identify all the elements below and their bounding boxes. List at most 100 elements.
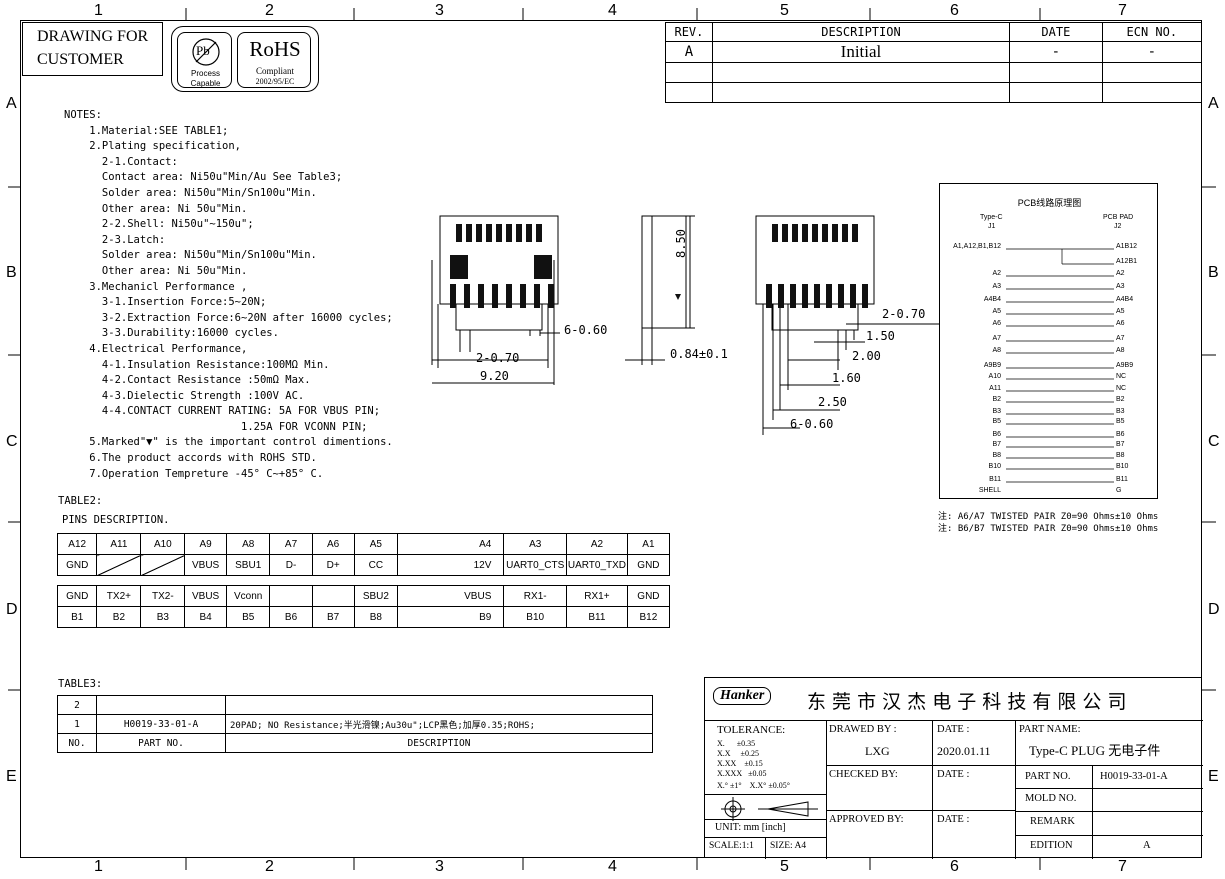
- pin-gap-cell: [397, 575, 504, 586]
- j2-label: J2: [1114, 223, 1122, 230]
- note-line: 5.Marked"▼" is the important control dim…: [64, 436, 393, 449]
- pcb-right-pin: B6: [1116, 431, 1125, 438]
- note-line: 4-3.Dielectic Strength :100V AC.: [64, 389, 305, 402]
- pin-gap-cell: [184, 575, 227, 586]
- table3-title: TABLE3:: [58, 678, 103, 690]
- pcb-schematic: PCB线路原理图 Type-C J1 PCB PAD J2 A1,A12,B1,…: [939, 183, 1158, 499]
- note-line: 2.Plating specification,: [64, 140, 242, 153]
- tolerance-line: X.XXX ±0.05: [717, 769, 767, 778]
- size-label: SIZE: A4: [770, 841, 807, 851]
- pcb-left-pin: A6: [992, 320, 1001, 327]
- pin-cell: A11: [96, 533, 142, 555]
- zone-row-b-r: B: [1208, 264, 1219, 281]
- rev-empty-cell: [1009, 62, 1103, 83]
- bom-no: 1: [57, 714, 97, 734]
- pin-cell: D-: [269, 554, 313, 576]
- rev-empty-cell: [1101, 82, 1203, 103]
- mold-no-label: MOLD NO.: [1025, 793, 1077, 804]
- pcb-left-pin: B6: [992, 431, 1001, 438]
- pin-gap-cell: [354, 575, 398, 586]
- pcb-left-pin: A3: [992, 283, 1001, 290]
- pin-cell: GND: [626, 554, 671, 576]
- rohs-box: RoHS Compliant 2002/95/EC: [237, 32, 311, 88]
- bom-header-no: NO.: [57, 733, 97, 753]
- drawing-for-customer-box: DRAWING FOR CUSTOMER: [22, 22, 163, 76]
- pcb-left-pin: A5: [992, 308, 1001, 315]
- edition-label: EDITION: [1030, 840, 1073, 851]
- pcb-right-pin: A6: [1116, 320, 1125, 327]
- pcb-right-pin: NC: [1116, 373, 1127, 380]
- note-line: Other area: Ni 50u"Min.: [64, 202, 248, 215]
- drawn-by-label: DRAWED BY :: [829, 724, 897, 735]
- pin-cell: TX2+: [96, 585, 142, 607]
- ecn-header: ECN NO.: [1101, 22, 1203, 42]
- pin-gap-cell: [566, 575, 628, 586]
- rev-empty-cell: [665, 82, 713, 103]
- note-line: Solder area: Ni50u"Min/Sn100u"Min.: [64, 186, 317, 199]
- pin-cell: VBUS: [184, 554, 227, 576]
- rev-empty-cell: [711, 62, 1011, 83]
- bom-header-desc: DESCRIPTION: [225, 733, 653, 753]
- ecn-cell: -: [1101, 41, 1203, 63]
- zone-row-a-r: A: [1208, 95, 1219, 112]
- pin-cell: SBU1: [225, 554, 271, 576]
- company-name: 东 莞 市 汉 杰 电 子 科 技 有 限 公 司: [807, 691, 1127, 713]
- bom-table: 2 1 H0019-33-01-A 20PAD; NO Resistance;半…: [57, 695, 653, 753]
- pcb-right-pin: B5: [1116, 418, 1125, 425]
- pin-cell: A7: [269, 533, 313, 555]
- company-logo: Hanker: [713, 687, 772, 705]
- note-line: Solder area: Ni50u"Min/Sn100u"Min.: [64, 249, 317, 262]
- pcb-left-pin: B11: [989, 476, 1001, 483]
- date-cell: -: [1009, 41, 1103, 63]
- note-line: 4-2.Contact Resistance :50mΩ Max.: [64, 374, 311, 387]
- pcb-right-pin: B7: [1116, 441, 1125, 448]
- approved-by-label: APPROVED BY:: [829, 814, 904, 825]
- pin-cell: B3: [140, 606, 186, 628]
- description-header: DESCRIPTION: [711, 22, 1011, 42]
- projection-symbol-icon: [721, 797, 818, 821]
- pin-gap-cell: [96, 575, 141, 586]
- zone-row-d-r: D: [1208, 601, 1220, 618]
- tolerance-label: TOLERANCE:: [717, 724, 786, 736]
- zone-col-5: 5: [780, 2, 789, 19]
- pcb-right-pin: B11: [1116, 476, 1128, 483]
- zone-col-2b: 2: [265, 858, 274, 875]
- bom-no: 2: [57, 695, 97, 715]
- mechanical-drawing: 2-0.70 9.20 6-0.60 8.50 0.84±0.1 2-0.70 …: [431, 215, 940, 435]
- pin-cell: A9: [184, 533, 227, 555]
- pcb-right-pin: NC: [1116, 385, 1127, 392]
- pin-cell: Vconn: [225, 585, 271, 607]
- pin-cell: B2: [96, 606, 142, 628]
- note-line: Contact area: Ni50u"Min/Au See Table3;: [64, 171, 343, 184]
- rev-empty-cell: [1009, 82, 1103, 103]
- part-name: Type-C PLUG 无电子件: [1029, 743, 1161, 758]
- pcb-right-pin: A7: [1116, 335, 1125, 342]
- note-line: 4-1.Insulation Resistance:100MΩ Min.: [64, 358, 330, 371]
- rev-empty-cell: [711, 82, 1011, 103]
- zone-row-d: D: [6, 601, 18, 618]
- table2-subtitle: PINS DESCRIPTION.: [62, 514, 170, 526]
- pb-free-box: Pb Process Capable: [177, 32, 232, 88]
- pcb-right-pin: A12B1: [1116, 258, 1138, 265]
- zone-row-e: E: [6, 768, 17, 785]
- pin-cell: B12: [626, 606, 671, 628]
- zone-row-c-r: C: [1208, 433, 1220, 450]
- pin-cell: VBUS: [184, 585, 227, 607]
- zone-col-1: 1: [94, 2, 103, 19]
- pin-cell: GND: [626, 585, 671, 607]
- unit-label: UNIT: mm [inch]: [715, 822, 786, 833]
- pcb-left-pin: SHELL: [978, 487, 1001, 494]
- rev-empty-cell: [665, 62, 713, 83]
- pcb-left-pin: A9B9: [983, 362, 1001, 369]
- checked-by-label: CHECKED BY:: [829, 769, 898, 780]
- pin-cell: RX1-: [503, 585, 568, 607]
- capable-label: Capable: [190, 79, 221, 88]
- part-name-label: PART NAME:: [1019, 724, 1081, 735]
- zone-row-a: A: [6, 95, 17, 112]
- pcb-right-pin: A2: [1116, 270, 1125, 277]
- pin-gap-cell: [140, 575, 185, 586]
- bom-header-part: PART NO.: [96, 733, 226, 753]
- pcb-note-2: 注: B6/B7 TWISTED PAIR Z0=90 Ohms±10 Ohms: [938, 524, 1159, 534]
- pin-cell: D+: [311, 554, 355, 576]
